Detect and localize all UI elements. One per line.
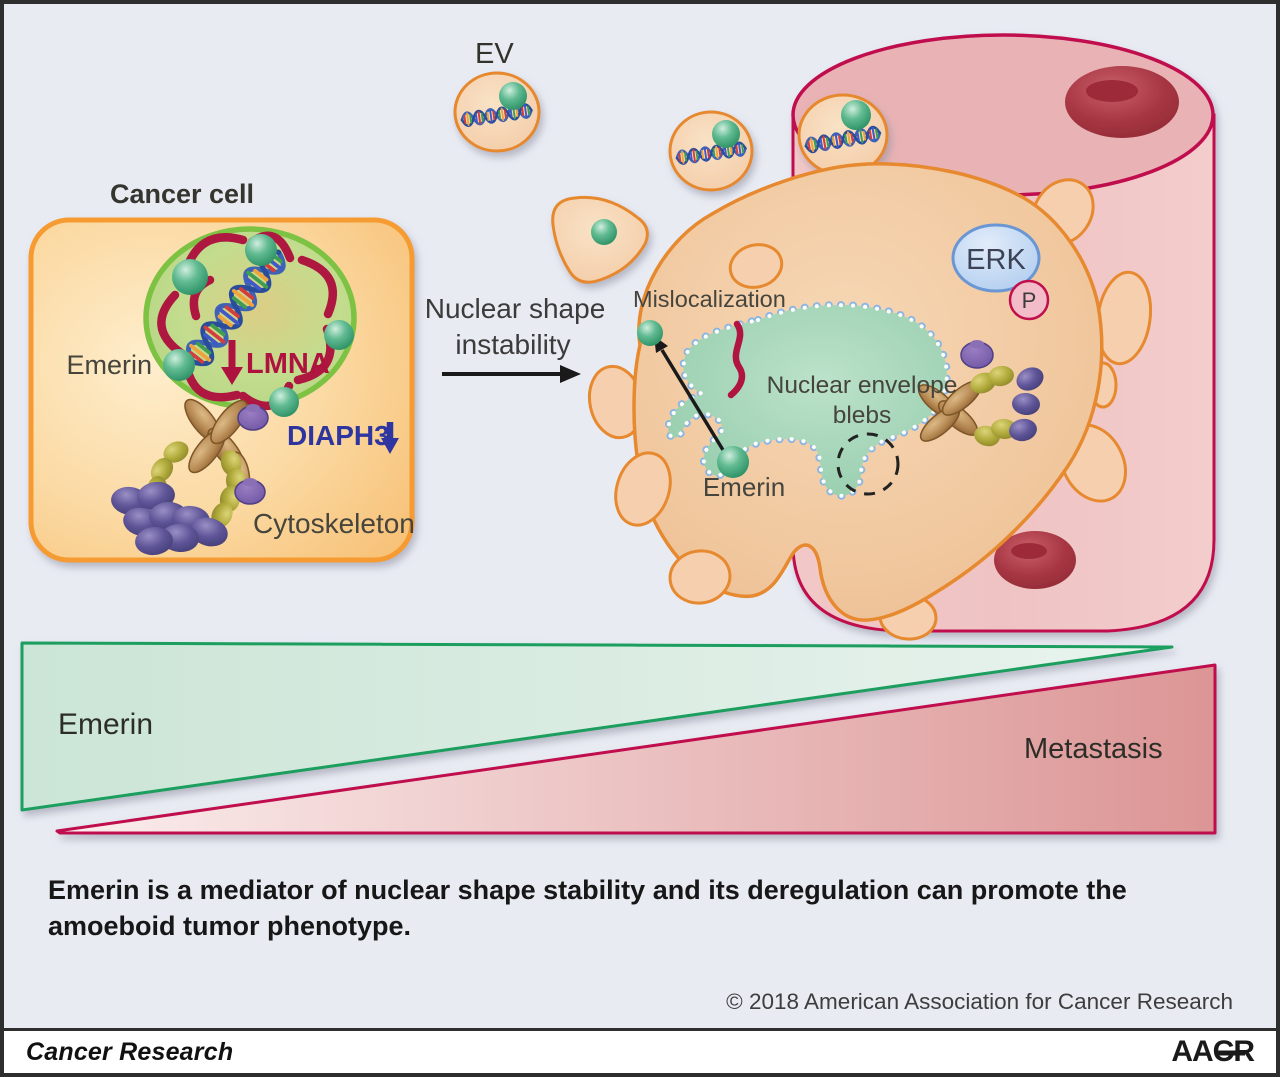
metastasis-bar-label: Metastasis bbox=[1024, 733, 1163, 765]
emerin-label-right: Emerin bbox=[703, 472, 785, 502]
cytoskeleton-left bbox=[111, 398, 269, 556]
journal-name: Cancer Research bbox=[26, 1037, 234, 1066]
emerin-bar-label: Emerin bbox=[58, 708, 153, 741]
metastasis-gradient-bar bbox=[55, 663, 1217, 835]
diaph3-down-arrow-icon bbox=[381, 422, 399, 454]
aacr-logo-bar bbox=[1218, 1050, 1246, 1056]
amoeboid-tumor-cell: ERK P bbox=[587, 162, 1153, 641]
lmna-down-arrow-icon bbox=[221, 340, 243, 385]
nuclear-envelope-label-line2: blebs bbox=[833, 402, 892, 429]
extracellular-vesicle-3 bbox=[797, 93, 889, 177]
lmna-label: LMNA bbox=[246, 348, 330, 380]
red-blood-cell-top bbox=[1065, 66, 1179, 138]
aacr-logo: AACR bbox=[1171, 1035, 1255, 1069]
cancer-cell-nucleus: LMNA bbox=[143, 226, 357, 417]
phospho-circle bbox=[1008, 279, 1050, 321]
ev-label: EV bbox=[475, 38, 514, 70]
nuclear-envelope-label-line1: Nuclear envelope bbox=[767, 372, 958, 399]
caption-line1: Emerin is a mediator of nuclear shape st… bbox=[48, 875, 1127, 905]
red-blood-cell-lower bbox=[994, 531, 1076, 589]
transition-label-line1: Nuclear shape bbox=[425, 293, 606, 324]
mislocalization-arrow bbox=[660, 349, 725, 451]
mislocalized-emerin-sphere bbox=[637, 320, 663, 346]
extracellular-vesicle-2 bbox=[668, 110, 754, 192]
mislocalization-label: Mislocalization bbox=[633, 286, 786, 312]
erk-label: ERK bbox=[966, 244, 1026, 276]
diagram-svg: Emerin Metastasis bbox=[20, 33, 1233, 1014]
emerin-gradient-bar bbox=[20, 641, 1174, 812]
emerin-label-left: Emerin bbox=[66, 350, 152, 380]
cytoskeleton-label: Cytoskeleton bbox=[253, 508, 415, 539]
emerin-sphere-right bbox=[717, 446, 749, 478]
actin-cluster bbox=[111, 481, 228, 556]
diaph3-label: DIAPH3 bbox=[287, 420, 390, 451]
transition-label-line2: instability bbox=[455, 329, 570, 360]
chromatin-squiggle bbox=[727, 320, 746, 399]
cytoskeleton-fragments-right bbox=[917, 340, 1044, 447]
pseudopod-lobes-front bbox=[614, 243, 784, 605]
journal-footer: Cancer Research AACR bbox=[4, 1028, 1276, 1073]
transition-arrow bbox=[442, 365, 581, 383]
cancer-cell-title: Cancer cell bbox=[110, 179, 254, 209]
copyright-text: © 2018 American Association for Cancer R… bbox=[726, 989, 1233, 1014]
cell-fragment-triangle bbox=[551, 195, 649, 284]
caption-line2: amoeboid tumor phenotype. bbox=[48, 911, 411, 941]
erk-circle bbox=[951, 223, 1041, 293]
emerin-sphere-icon bbox=[841, 100, 871, 130]
bleb-highlight-circle bbox=[836, 432, 900, 496]
emerin-spheres-left bbox=[163, 234, 354, 417]
figure-canvas: Emerin Metastasis bbox=[4, 4, 1276, 1028]
pseudopod-bumps bbox=[587, 178, 1153, 641]
extracellular-vesicle-1 bbox=[453, 71, 541, 153]
phospho-label: P bbox=[1022, 288, 1037, 313]
